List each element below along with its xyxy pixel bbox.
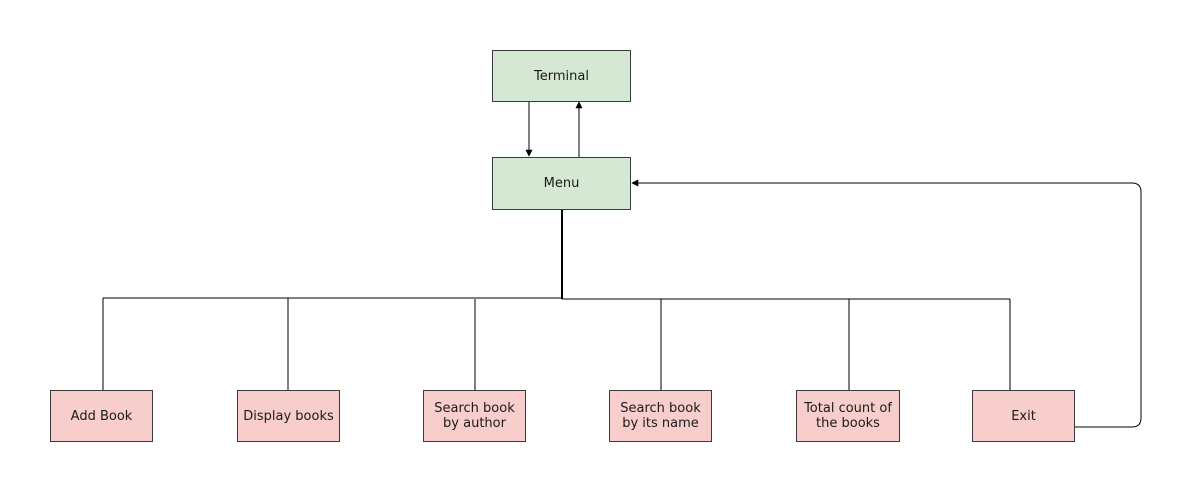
terminal-node: Terminal — [492, 50, 631, 102]
terminal-label: Terminal — [534, 68, 589, 84]
total-count-label-line1: Total count of — [804, 401, 892, 416]
display-books-node: Display books — [237, 390, 340, 442]
exit-label: Exit — [1011, 408, 1036, 424]
search-by-author-label-line1: Search book — [434, 401, 515, 416]
add-book-node: Add Book — [50, 390, 153, 442]
exit-node: Exit — [972, 390, 1075, 442]
exit-to-menu-loop-arrow — [631, 179, 1142, 428]
display-books-label: Display books — [243, 408, 334, 424]
search-by-author-node: Search book by author — [423, 390, 526, 442]
search-by-name-label-line1: Search book — [620, 401, 701, 416]
menu-label: Menu — [543, 176, 580, 191]
add-book-label: Add Book — [70, 408, 133, 424]
total-count-label-line2: the books — [816, 416, 880, 431]
total-count-node: Total count of the books — [796, 390, 900, 442]
search-by-name-label-line2: by its name — [622, 416, 699, 431]
menu-node: Menu — [492, 157, 631, 210]
search-by-author-label-line2: by author — [443, 416, 506, 431]
search-by-name-node: Search book by its name — [609, 390, 712, 442]
